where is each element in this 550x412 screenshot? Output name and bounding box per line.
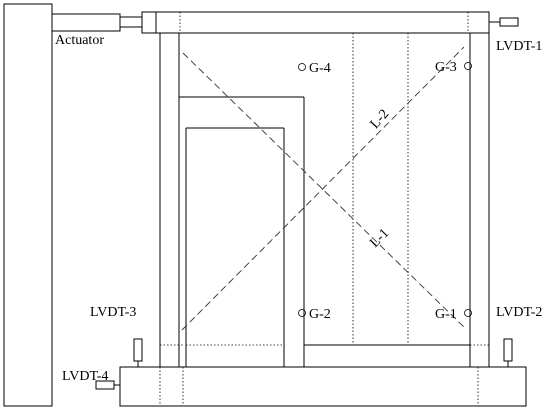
l2-label: L-2 xyxy=(368,107,393,132)
actuator-label: Actuator xyxy=(55,33,104,48)
gauge-g1-marker xyxy=(464,309,472,317)
door-opening xyxy=(178,96,305,367)
lvdt1-sensor xyxy=(489,17,519,27)
lvdt4-label: LVDT-4 xyxy=(62,369,108,384)
l1-label: L-1 xyxy=(367,226,392,251)
lvdt1-label: LVDT-1 xyxy=(496,39,542,54)
reaction-wall xyxy=(3,3,53,407)
actuator xyxy=(51,11,157,34)
actuator-cylinder xyxy=(51,13,121,32)
diagonal-l2 xyxy=(181,46,465,331)
lvdt2-label: LVDT-2 xyxy=(496,305,542,320)
actuator-rod xyxy=(119,16,143,28)
g2-label: G-2 xyxy=(309,307,331,322)
right-column xyxy=(469,33,490,367)
g1-label: G-1 xyxy=(435,307,457,322)
wall-panel xyxy=(304,33,470,346)
lvdt2-sensor xyxy=(503,338,513,367)
lvdt4-sensor xyxy=(95,380,120,390)
actuator-head xyxy=(141,11,157,34)
foundation-outline xyxy=(119,366,527,407)
gauge-g2-marker xyxy=(298,309,306,317)
top-beam xyxy=(155,11,490,34)
lvdt3-sensor xyxy=(133,338,143,367)
foundation-beam xyxy=(119,366,527,407)
left-column xyxy=(159,33,183,367)
g4-label: G-4 xyxy=(309,61,331,76)
lvdt3-label: LVDT-3 xyxy=(90,305,136,320)
gauge-g3-marker xyxy=(464,62,472,70)
top-beam-outline xyxy=(155,11,490,34)
g3-label: G-3 xyxy=(435,60,457,75)
diagonal-l1 xyxy=(182,52,467,330)
gauge-g4-marker xyxy=(298,63,306,71)
